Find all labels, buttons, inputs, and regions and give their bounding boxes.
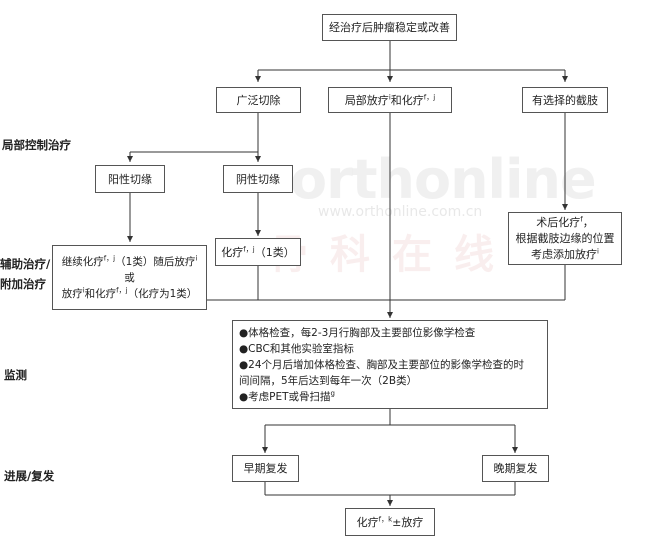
node-text: 阴性切缘 <box>236 172 280 186</box>
label-monitoring: 监测 <box>4 368 27 382</box>
node-text: 化疗f，k±放疗 <box>357 515 424 530</box>
footnote-ref: f，j <box>116 286 128 294</box>
text-part: 放疗 <box>61 287 83 300</box>
text-part: 化疗 <box>221 245 244 259</box>
text-line: 间间隔，5年后达到每年一次（2B类） <box>239 374 418 387</box>
node-late-recurrence: 晚期复发 <box>482 455 549 482</box>
label-adjuvant-1: 辅助治疗/ <box>0 257 51 271</box>
text-part: 和化疗 <box>390 93 424 107</box>
text-part: （1类） <box>254 245 295 259</box>
node-text: 化疗f，j（1类） <box>221 245 294 260</box>
text-part: ●考虑PET或骨扫描 <box>239 390 331 403</box>
node-text: 继续化疗f，j（1类）随后放疗i 或 放疗i和化疗f，j（化疗为1类） <box>62 254 198 302</box>
text-line: 根据截肢边缘的位置 <box>515 231 615 245</box>
footnote-ref: i <box>388 92 391 101</box>
node-text: 术后化疗f， 根据截肢边缘的位置 考虑添加放疗i <box>516 215 615 263</box>
node-negative-adjuvant: 化疗f，j（1类） <box>215 238 301 266</box>
node-text: 晚期复发 <box>493 462 538 475</box>
node-positive-adjuvant: 继续化疗f，j（1类）随后放疗i 或 放疗i和化疗f，j（化疗为1类） <box>52 245 207 310</box>
node-positive-margin: 阳性切缘 <box>95 165 165 193</box>
node-text: 有选择的截肢 <box>532 93 598 107</box>
node-text: 早期复发 <box>243 462 288 475</box>
footnote-ref: f，j <box>243 244 255 253</box>
text-part: 考虑添加放疗 <box>531 247 598 261</box>
label-adjuvant-2: 附加治疗 <box>0 277 46 291</box>
text-part: 和化疗 <box>84 287 117 300</box>
text-part: 局部放疗 <box>344 93 389 107</box>
text-line: 放疗i和化疗f，j（化疗为1类） <box>62 286 198 302</box>
footnote-ref: g <box>330 389 335 397</box>
text-line: ●考虑PET或骨扫描g <box>239 389 524 405</box>
node-chemo-rt: 化疗f，k±放疗 <box>345 508 435 536</box>
text-line: ●CBC和其他实验室指标 <box>239 342 354 355</box>
label-local-control: 局部控制治疗 <box>2 138 71 152</box>
node-early-recurrence: 早期复发 <box>232 455 299 482</box>
node-text: 广泛切除 <box>236 93 281 107</box>
node-text: 局部放疗i和化疗f，j <box>345 93 435 108</box>
text-part: （1类）随后放疗 <box>115 255 196 268</box>
node-text: 阳性切缘 <box>108 172 152 186</box>
node-amputation: 有选择的截肢 <box>522 87 608 113</box>
text-part: 继续化疗 <box>61 255 104 268</box>
node-wide-excision: 广泛切除 <box>216 87 301 113</box>
text-part: 术后化疗 <box>536 215 581 229</box>
footnote-ref: f <box>580 214 583 223</box>
node-text: 经治疗后肿瘤稳定或改善 <box>329 21 450 34</box>
node-amputation-adjuvant: 术后化疗f， 根据截肢边缘的位置 考虑添加放疗i <box>508 212 622 265</box>
footnote-ref: i <box>195 254 198 262</box>
label-progression: 进展/复发 <box>4 469 55 483</box>
text-line: 术后化疗f， <box>516 215 615 231</box>
footnote-ref: f，j <box>103 254 116 262</box>
text-line: ●24个月后增加体格检查、胸部及主要部位的影像学检查的时 <box>239 358 525 371</box>
node-stable-or-improved: 经治疗后肿瘤稳定或改善 <box>322 14 457 41</box>
text-line: 或 <box>124 271 135 284</box>
footnote-ref: i <box>597 246 599 255</box>
node-local-rt-chemo: 局部放疗i和化疗f，j <box>328 87 452 113</box>
node-monitoring: ●体格检查，每2-3月行胸部及主要部位影像学检查 ●CBC和其他实验室指标 ●2… <box>232 320 548 409</box>
text-part: ， <box>582 215 594 229</box>
text-part: 化疗 <box>356 515 379 529</box>
footnote-ref: i <box>82 286 85 294</box>
text-line: 考虑添加放疗i <box>516 247 615 263</box>
text-line: 继续化疗f，j（1类）随后放疗i <box>62 254 198 270</box>
node-text: ●体格检查，每2-3月行胸部及主要部位影像学检查 ●CBC和其他实验室指标 ●2… <box>239 325 524 405</box>
node-negative-margin: 阴性切缘 <box>223 165 293 193</box>
text-part: （化疗为1类） <box>127 287 198 300</box>
text-part: ±放疗 <box>392 515 424 529</box>
text-line: ●体格检查，每2-3月行胸部及主要部位影像学检查 <box>239 326 476 339</box>
footnote-ref: f，j <box>423 92 436 101</box>
footnote-ref: f，k <box>378 514 393 523</box>
